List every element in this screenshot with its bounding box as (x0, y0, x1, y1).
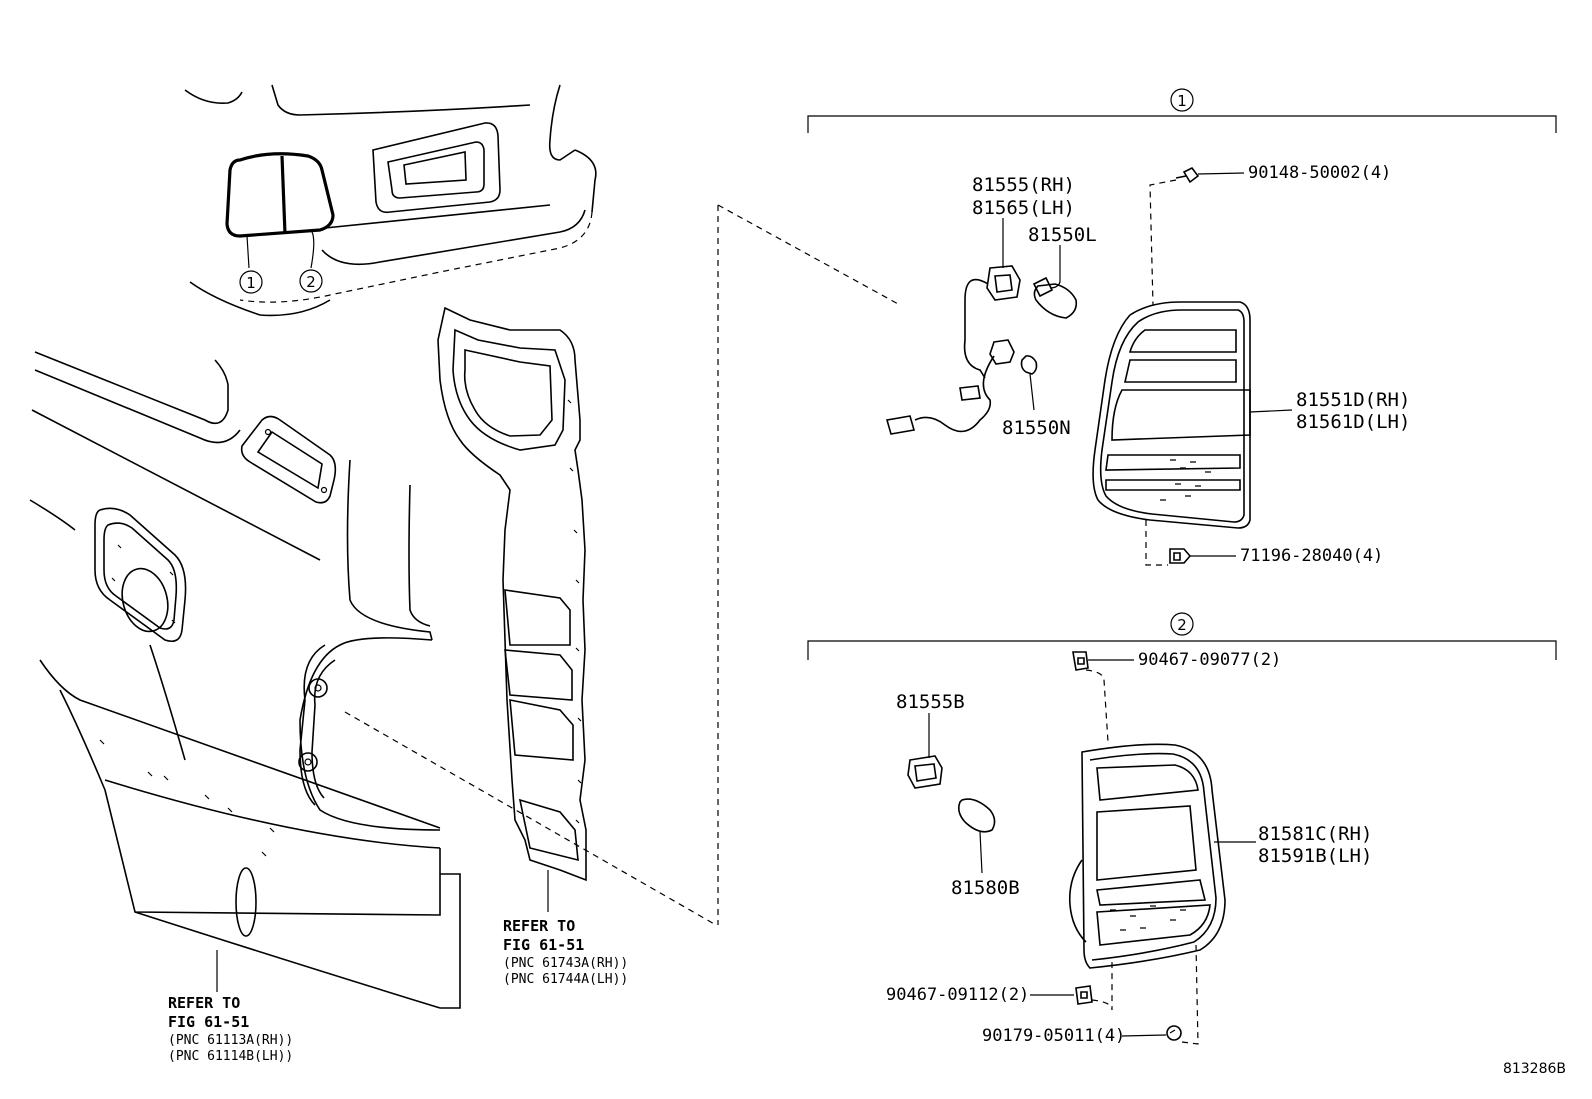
clip-71196 (1145, 520, 1236, 566)
label-lens-lh: 81561D(LH) (1296, 411, 1410, 433)
label-clip-lower: 71196-28040(4) (1240, 546, 1383, 566)
group-1-callout: 1 (1177, 92, 1187, 110)
nut-90467-09112 (1030, 962, 1113, 1011)
label-screw-upper: 90148-50002(4) (1248, 163, 1391, 183)
body-side-panel (29, 351, 441, 831)
group-2-bracket: 2 (807, 612, 1557, 660)
label-nut-lower: 90467-09112(2) (886, 985, 1029, 1005)
socket-81555b (907, 713, 943, 789)
label-socket-81555b: 81555B (896, 691, 965, 713)
group-1-bracket: 1 (807, 88, 1557, 133)
socket-harness-rh (885, 218, 1021, 435)
label-bulb-81580b: 81580B (951, 877, 1020, 899)
bulb-81550l (1032, 245, 1078, 319)
label-bulb-81550n: 81550N (1002, 417, 1071, 439)
vehicle-rear-view: 1 2 (184, 84, 597, 317)
label-socket-lh: 81565(LH) (972, 197, 1075, 219)
label-lamp-rh: 81581C(RH) (1258, 823, 1372, 845)
inner-quarter-panel (437, 306, 587, 912)
screw-90179 (1121, 944, 1199, 1045)
nut-90467-09077 (1072, 651, 1134, 743)
ref-inner-pnc1: (PNC 61743A(RH)) (503, 956, 628, 971)
ref-inner-line1: REFER TO (503, 917, 575, 935)
screw-90148 (1149, 166, 1245, 306)
bulb-81550n (1020, 355, 1038, 411)
lens-assembly-81551d (1092, 301, 1293, 529)
vehicle-callout-1: 1 (246, 274, 256, 292)
label-screw-lower: 90179-05011(4) (982, 1026, 1125, 1046)
connector-line-upper (717, 204, 901, 306)
ref-inner-pnc2: (PNC 61744A(LH)) (503, 972, 628, 987)
ref-body-pnc2: (PNC 61114B(LH)) (168, 1049, 293, 1064)
ref-body-pnc1: (PNC 61113A(RH)) (168, 1033, 293, 1048)
label-lens-rh: 81551D(RH) (1296, 389, 1410, 411)
label-nut-upper: 90467-09077(2) (1138, 650, 1281, 670)
diagram-id: 813286B (1503, 1061, 1566, 1077)
ref-inner-line2: FIG 61-51 (503, 936, 584, 954)
group-2-callout: 2 (1177, 616, 1187, 634)
vehicle-callout-2: 2 (306, 273, 316, 291)
ref-body-line2: FIG 61-51 (168, 1013, 249, 1031)
label-socket-rh: 81555(RH) (972, 174, 1075, 196)
lamp-assembly-81581c (1068, 743, 1256, 969)
ref-body-line1: REFER TO (168, 994, 240, 1012)
label-bulb-81550l: 81550L (1028, 224, 1097, 246)
connector-line-lower (344, 711, 717, 926)
lower-body-panel (59, 689, 461, 1009)
bulb-81580b (958, 798, 996, 874)
label-lamp-lh: 81591B(LH) (1258, 845, 1372, 867)
